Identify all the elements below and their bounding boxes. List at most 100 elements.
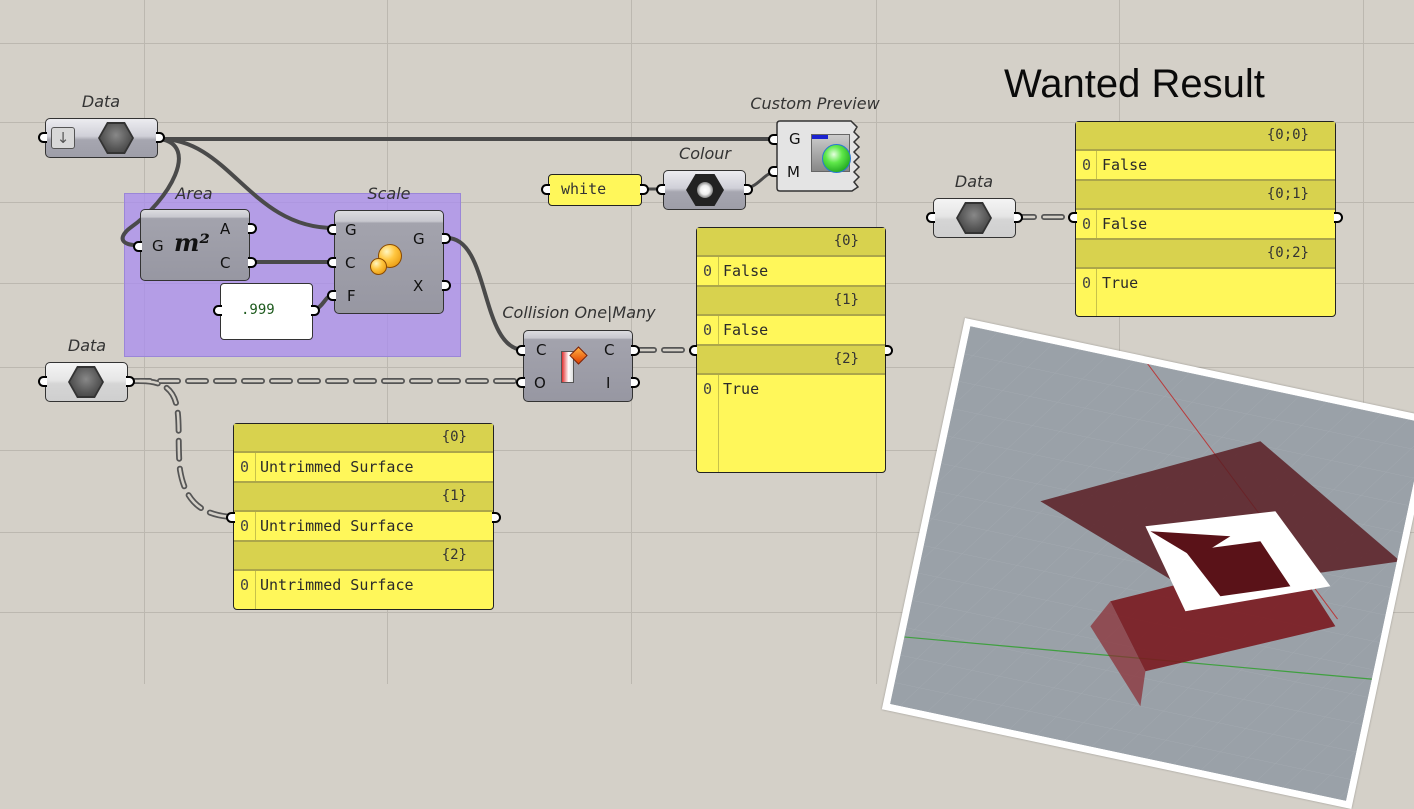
branch-path: {0;1} (1266, 186, 1309, 202)
wanted-result-title: Wanted Result (1004, 62, 1265, 106)
output-port-g[interactable] (442, 233, 451, 244)
output-label: C (604, 341, 615, 359)
input-label: M (787, 163, 800, 181)
item-index: 0 (703, 321, 713, 339)
panel-index-divider (1096, 122, 1097, 316)
grid-line (1119, 0, 1120, 684)
input-port[interactable] (689, 345, 698, 356)
colour-param[interactable] (656, 170, 753, 210)
item-value: Untrimmed Surface (260, 517, 414, 535)
input-port[interactable] (226, 512, 235, 523)
item-index: 0 (240, 517, 250, 535)
data-param-mid[interactable] (38, 362, 135, 402)
input-label: G (789, 130, 801, 148)
branch-path: {0;0} (1266, 127, 1309, 143)
branch-path: {2} (833, 351, 859, 367)
arrow-down-icon[interactable]: ↓ (51, 127, 75, 149)
colour-param-icon (686, 174, 724, 206)
grid-line (1363, 0, 1364, 684)
item-value: False (723, 321, 769, 339)
item-value: Untrimmed Surface (260, 458, 414, 476)
input-port[interactable] (1068, 212, 1077, 223)
output-label: I (606, 374, 611, 392)
input-port-f[interactable] (327, 290, 336, 301)
input-port-g[interactable] (327, 224, 336, 235)
output-port-i[interactable] (631, 377, 640, 388)
branch-header: {1} (234, 481, 493, 512)
item-index: 0 (240, 576, 250, 594)
hexagon-param-icon (68, 366, 104, 398)
data-param-right[interactable] (926, 198, 1023, 238)
area-nickname: Area (175, 184, 213, 203)
branch-header: {0;2} (1076, 238, 1335, 269)
output-port-c[interactable] (248, 257, 257, 268)
output-port[interactable] (311, 305, 320, 316)
input-label: C (536, 341, 547, 359)
input-port[interactable] (38, 132, 47, 143)
input-port[interactable] (541, 184, 550, 195)
output-port[interactable] (492, 512, 501, 523)
output-port[interactable] (884, 345, 893, 356)
preview-sphere-icon (811, 134, 851, 173)
list-item: 0 False (1076, 210, 1335, 238)
branch-header: {0} (234, 424, 493, 453)
input-label: G (152, 237, 164, 255)
output-port-x[interactable] (442, 280, 451, 291)
item-index: 0 (240, 458, 250, 476)
output-port[interactable] (126, 376, 135, 387)
branch-header: {0;0} (1076, 122, 1335, 151)
upper-surface (1040, 441, 1401, 592)
branch-path: {2} (441, 547, 467, 563)
scale-component[interactable]: G C F G X (327, 210, 451, 314)
custom-preview-component[interactable]: G M (768, 120, 861, 192)
output-port[interactable] (156, 132, 165, 143)
data-mid-nickname: Data (67, 336, 107, 355)
output-port[interactable] (744, 184, 753, 195)
data-top-nickname: Data (81, 92, 121, 111)
branch-path: {0;2} (1266, 245, 1309, 261)
data-param-top[interactable]: ↓ (38, 118, 165, 158)
data-right-nickname: Data (954, 172, 994, 191)
output-port[interactable] (1014, 212, 1023, 223)
branch-header: {1} (697, 285, 885, 316)
input-port[interactable] (926, 212, 935, 223)
number-value: .999 (241, 302, 275, 318)
input-port-m[interactable] (768, 166, 777, 177)
input-port-g[interactable] (133, 241, 142, 252)
input-port-c[interactable] (327, 257, 336, 268)
input-port-c[interactable] (516, 345, 525, 356)
panel-index-divider (255, 424, 256, 609)
branch-path: {1} (833, 292, 859, 308)
area-component[interactable]: G A C m² (133, 209, 257, 281)
input-port[interactable] (38, 376, 47, 387)
input-port-g[interactable] (768, 134, 777, 145)
input-port-o[interactable] (516, 377, 525, 388)
output-port[interactable] (1334, 212, 1343, 223)
colour-text-value: white (561, 180, 607, 198)
branch-path: {0} (441, 429, 467, 445)
input-port[interactable] (213, 305, 222, 316)
output-label: X (413, 277, 424, 295)
colour-text-panel[interactable]: white (541, 174, 649, 206)
item-index: 0 (1082, 215, 1092, 233)
input-port[interactable] (656, 184, 665, 195)
item-index: 0 (703, 262, 713, 280)
grid-line (0, 122, 1414, 123)
output-label: G (413, 230, 425, 248)
item-index: 0 (1082, 274, 1092, 292)
grid-line (0, 43, 1414, 44)
hexagon-param-icon (956, 202, 992, 234)
item-value: False (1102, 215, 1148, 233)
number-panel[interactable]: .999 (213, 283, 320, 340)
collision-component[interactable]: C O C I (516, 330, 640, 402)
output-port-c[interactable] (631, 345, 640, 356)
output-port-a[interactable] (248, 223, 257, 234)
output-port[interactable] (640, 184, 649, 195)
colour-nickname: Colour (679, 144, 731, 163)
